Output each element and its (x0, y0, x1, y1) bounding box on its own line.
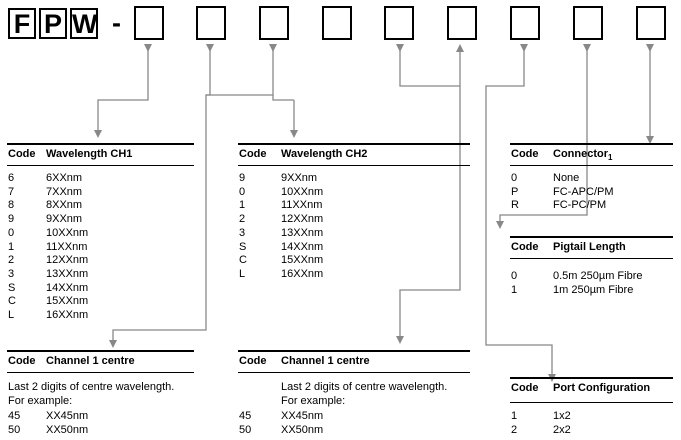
table-header-title: Channel 1 centre (281, 355, 370, 367)
row-value: 2x2 (553, 424, 571, 436)
table-header-code: Code (239, 355, 267, 367)
code-box-channel2-centre-b (384, 6, 414, 40)
row-value: 8XXnm (46, 199, 83, 212)
code-box-pigtail (510, 6, 540, 40)
row-code: C (239, 254, 247, 267)
row-value: None (553, 172, 580, 184)
row-code: 0 (511, 172, 518, 184)
row-value: 14XXnm (46, 281, 89, 294)
row-value: 13XXnm (46, 267, 89, 280)
row-value: XX50nm (281, 424, 324, 436)
row-value: 16XXnm (46, 309, 89, 321)
row-value: 12XXnm (281, 213, 324, 226)
code-box-channel1-centre (196, 6, 226, 40)
row-code: 6 (8, 172, 15, 184)
table-header-code: Code (239, 148, 267, 160)
row-value: 16XXnm (281, 267, 324, 280)
table-header-title: Connector1 (553, 148, 613, 163)
row-code: L (8, 309, 15, 321)
table-header-code: Code (511, 382, 539, 394)
table-header-title: Wavelength CH2 (281, 148, 368, 160)
table-header-code: Code (8, 355, 36, 367)
row-value: 7XXnm (46, 185, 83, 198)
row-value: 6XXnm (46, 172, 83, 184)
row-value: XX50nm (46, 424, 89, 436)
arrow-wavelength-ch1 (94, 44, 152, 138)
code-letter-f: F (8, 8, 36, 39)
row-value: 1m 250µm Fibre (553, 283, 634, 296)
table-header-title: Wavelength CH1 (46, 148, 133, 160)
note-text: For example: (8, 395, 73, 407)
row-value: 15XXnm (281, 254, 324, 267)
row-code: 2 (511, 424, 518, 436)
row-code: 1 (239, 199, 246, 212)
row-value: 0.5m 250µm Fibre (553, 270, 643, 282)
table-header-code: Code (511, 241, 539, 253)
table-header-code: Code (8, 148, 36, 160)
code-box-port-config (447, 6, 477, 40)
row-code: 3 (8, 267, 15, 280)
arrow-channel2-centre (396, 44, 464, 87)
code-box-wavelength-ch2 (259, 6, 289, 40)
row-value: 9XXnm (46, 213, 83, 226)
row-code: 0 (511, 270, 518, 282)
row-value: 12XXnm (46, 254, 89, 267)
row-code: 0 (8, 226, 15, 239)
row-value: 15XXnm (46, 295, 89, 308)
arrow-wavelength-ch2 (206, 44, 277, 96)
row-code: 7 (8, 185, 15, 198)
row-value: 10XXnm (46, 226, 89, 239)
row-code: L (239, 267, 246, 280)
arrow-port-config (485, 44, 556, 382)
table-header-title: Port Configuration (553, 382, 651, 394)
code-box-channel2-centre (322, 6, 352, 40)
table-header-code: Code (511, 148, 539, 160)
row-code: 1 (511, 410, 518, 422)
table-header-title: Pigtail Length (553, 241, 626, 253)
note-text: For example: (281, 395, 346, 407)
code-box-connector (636, 6, 666, 40)
row-code: S (8, 281, 16, 294)
row-code: P (511, 185, 519, 198)
row-value: XX45nm (281, 410, 324, 422)
row-value: FC-PC/PM (553, 199, 607, 212)
note-text: Last 2 digits of centre wavelength. (8, 381, 175, 393)
row-value: 10XXnm (281, 185, 324, 198)
row-value: 9XXnm (281, 172, 318, 184)
row-code: R (511, 199, 519, 212)
row-code: 45 (239, 410, 252, 422)
row-code: 0 (239, 185, 246, 198)
row-code: 2 (239, 213, 246, 226)
row-code: 9 (239, 172, 246, 184)
code-box-connector-a (573, 6, 603, 40)
row-value: 1x2 (553, 410, 571, 422)
row-code: 50 (8, 424, 21, 436)
row-code: 8 (8, 199, 15, 212)
row-code: 45 (8, 410, 21, 422)
row-code: 1 (511, 283, 518, 296)
row-value: 14XXnm (281, 240, 324, 253)
code-separator: - (112, 8, 121, 38)
row-value: XX45nm (46, 410, 89, 422)
arrow-channel1-centre (109, 44, 214, 348)
row-code: 3 (239, 226, 246, 239)
arrow-pigtail (496, 44, 591, 229)
row-value: 13XXnm (281, 226, 324, 239)
row-code: C (8, 295, 16, 308)
row-code: 50 (239, 424, 252, 436)
code-letter-p: P (39, 8, 67, 39)
table-header-title: Channel 1 centre (46, 355, 135, 367)
row-code: 9 (8, 213, 15, 226)
row-code: 1 (8, 240, 15, 253)
code-letter-w: W (70, 8, 98, 39)
row-code: 2 (8, 254, 15, 267)
note-text: Last 2 digits of centre wavelength. (281, 381, 448, 393)
code-box-wavelength-ch1 (134, 6, 164, 40)
row-value: FC-APC/PM (553, 185, 614, 198)
row-value: 11XXnm (46, 240, 88, 253)
row-value: 11XXnm (281, 199, 323, 212)
row-code: S (239, 240, 247, 253)
